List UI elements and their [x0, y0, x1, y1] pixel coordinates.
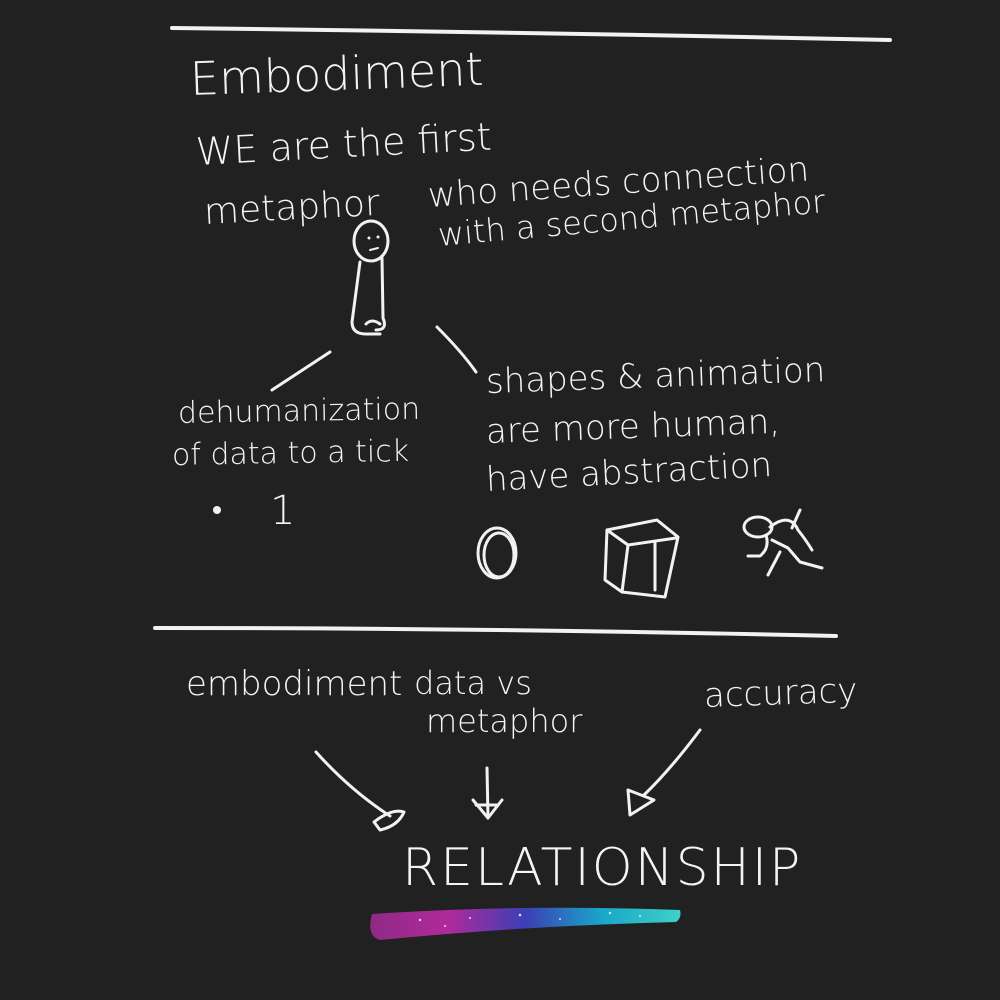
rainbow-underline: [370, 907, 681, 940]
branch-line-right: [435, 325, 478, 374]
input-embodiment: embodiment: [186, 664, 403, 704]
cube-shape-icon: [603, 518, 680, 599]
page-title: Embodiment: [189, 41, 485, 106]
input-accuracy: accuracy: [703, 670, 859, 716]
branch-line-left: [270, 350, 332, 392]
arrow-from-embodiment: [314, 750, 406, 832]
tick-symbol: 1: [270, 488, 296, 534]
person-figure-icon: [350, 219, 390, 336]
dehumanization-line-2: of data to a tick: [171, 433, 410, 473]
arrow-from-data-vs-metaphor: [471, 766, 504, 820]
arrow-from-accuracy: [626, 728, 702, 817]
input-metaphor: metaphor: [426, 702, 583, 740]
dehumanization-line-1: dehumanization: [177, 391, 421, 431]
input-data-vs: data vs: [414, 664, 532, 702]
relationship-label: RELATIONSHIP: [402, 838, 803, 898]
running-figure-icon: [742, 508, 824, 577]
circle-shape-icon: [476, 526, 518, 580]
dot-mark-icon: [213, 506, 221, 514]
top-divider: [170, 26, 892, 42]
middle-divider: [153, 626, 838, 638]
